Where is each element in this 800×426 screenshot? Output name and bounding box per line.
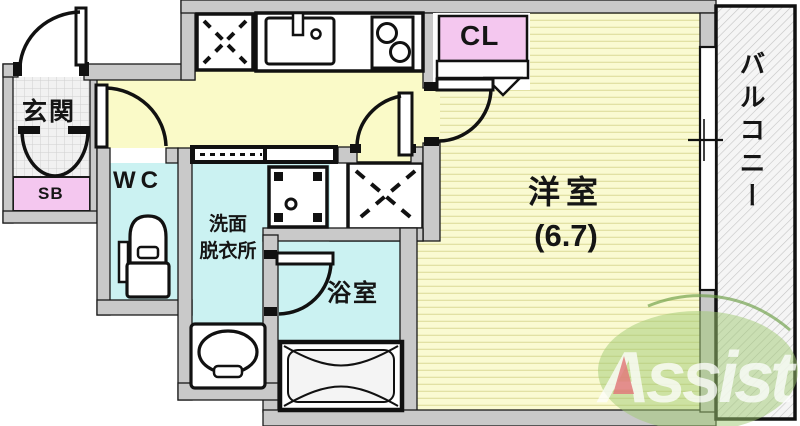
label-entrance: 玄関 (22, 98, 77, 126)
label-washroom-line2: 脱衣所 (199, 241, 257, 262)
closet (433, 13, 530, 97)
washbasin-front-icon (212, 364, 244, 379)
service-space-niche (346, 161, 425, 231)
hall-door-arc-icon (355, 94, 402, 147)
bathtub-curve (283, 385, 399, 407)
pan-corner (313, 213, 322, 222)
pan-drain-icon (284, 197, 298, 211)
label-closet: CL (460, 20, 500, 51)
logo-leaf-icon (647, 294, 791, 332)
closet-folding-door (435, 59, 530, 80)
shoebox-door-arc-icon (54, 131, 90, 178)
room-doorway (423, 88, 440, 143)
wc-door-leaf (94, 83, 109, 149)
wall (165, 147, 179, 164)
label-bathroom: 浴室 (327, 280, 379, 307)
label-washroom-line1: 洗面 (208, 214, 247, 235)
toilet-bowl-icon (128, 214, 168, 270)
bath-door-arc-icon (278, 262, 333, 316)
wall (699, 12, 717, 48)
door-post (18, 126, 40, 134)
burner-icon (376, 22, 398, 44)
service-space-x-icon (354, 169, 417, 223)
wall (2, 210, 98, 224)
logo-triangle-icon (613, 356, 634, 394)
window-icon (698, 45, 718, 292)
bathtub-curve (283, 345, 399, 367)
toilet-tank-icon (125, 261, 171, 299)
sliding-door-divider (263, 149, 267, 160)
entrance-door-leaf (74, 6, 88, 67)
wall (83, 63, 196, 81)
fixtures (117, 165, 405, 413)
door-post (79, 62, 89, 76)
kitchen (195, 11, 425, 73)
room-door-leaf (435, 77, 495, 92)
entrance-door-arc-icon (18, 10, 81, 67)
wall (180, 0, 717, 14)
assist-watermark-logo: Assist (596, 294, 800, 426)
wall (96, 147, 111, 316)
main-room-floor-sw (417, 241, 440, 412)
wc-door-arc-icon (105, 86, 168, 147)
burner-icon (389, 41, 411, 63)
wall (262, 227, 424, 242)
toilet-seat-icon (136, 245, 160, 260)
door-post (13, 62, 22, 76)
shoe-box (12, 176, 91, 212)
pan-corner (274, 172, 283, 181)
bathtub-inner (287, 349, 395, 403)
door-post (264, 250, 277, 259)
logo-circle-icon (598, 311, 798, 426)
wall (180, 0, 196, 81)
pan-corner (274, 213, 283, 222)
label-wc: WC (113, 167, 163, 194)
label-main-room: 洋室 (527, 174, 604, 210)
service-space-x-icon (354, 169, 417, 223)
bath-door-leaf (275, 251, 335, 266)
door-post (68, 126, 90, 134)
shoebox-door-arc-icon (20, 131, 56, 178)
label-main-room-size: (6.7) (534, 218, 598, 253)
walls (2, 0, 717, 426)
wall (2, 63, 14, 224)
label-balcony: バルコニー (736, 50, 766, 215)
doors (13, 6, 495, 316)
door-post (350, 144, 361, 153)
drain-icon (310, 28, 322, 40)
hall-floor-west (97, 80, 192, 148)
door-post (424, 137, 439, 146)
logo-text: Assist (596, 338, 797, 418)
door-post (424, 82, 439, 91)
pan-corner (313, 172, 322, 181)
label-shoe-box: SB (38, 184, 64, 203)
room-door-arc-icon (438, 88, 493, 143)
hall-door-leaf (397, 91, 414, 157)
wall (422, 142, 441, 242)
faucet-icon (291, 11, 305, 37)
door-post (264, 307, 277, 316)
